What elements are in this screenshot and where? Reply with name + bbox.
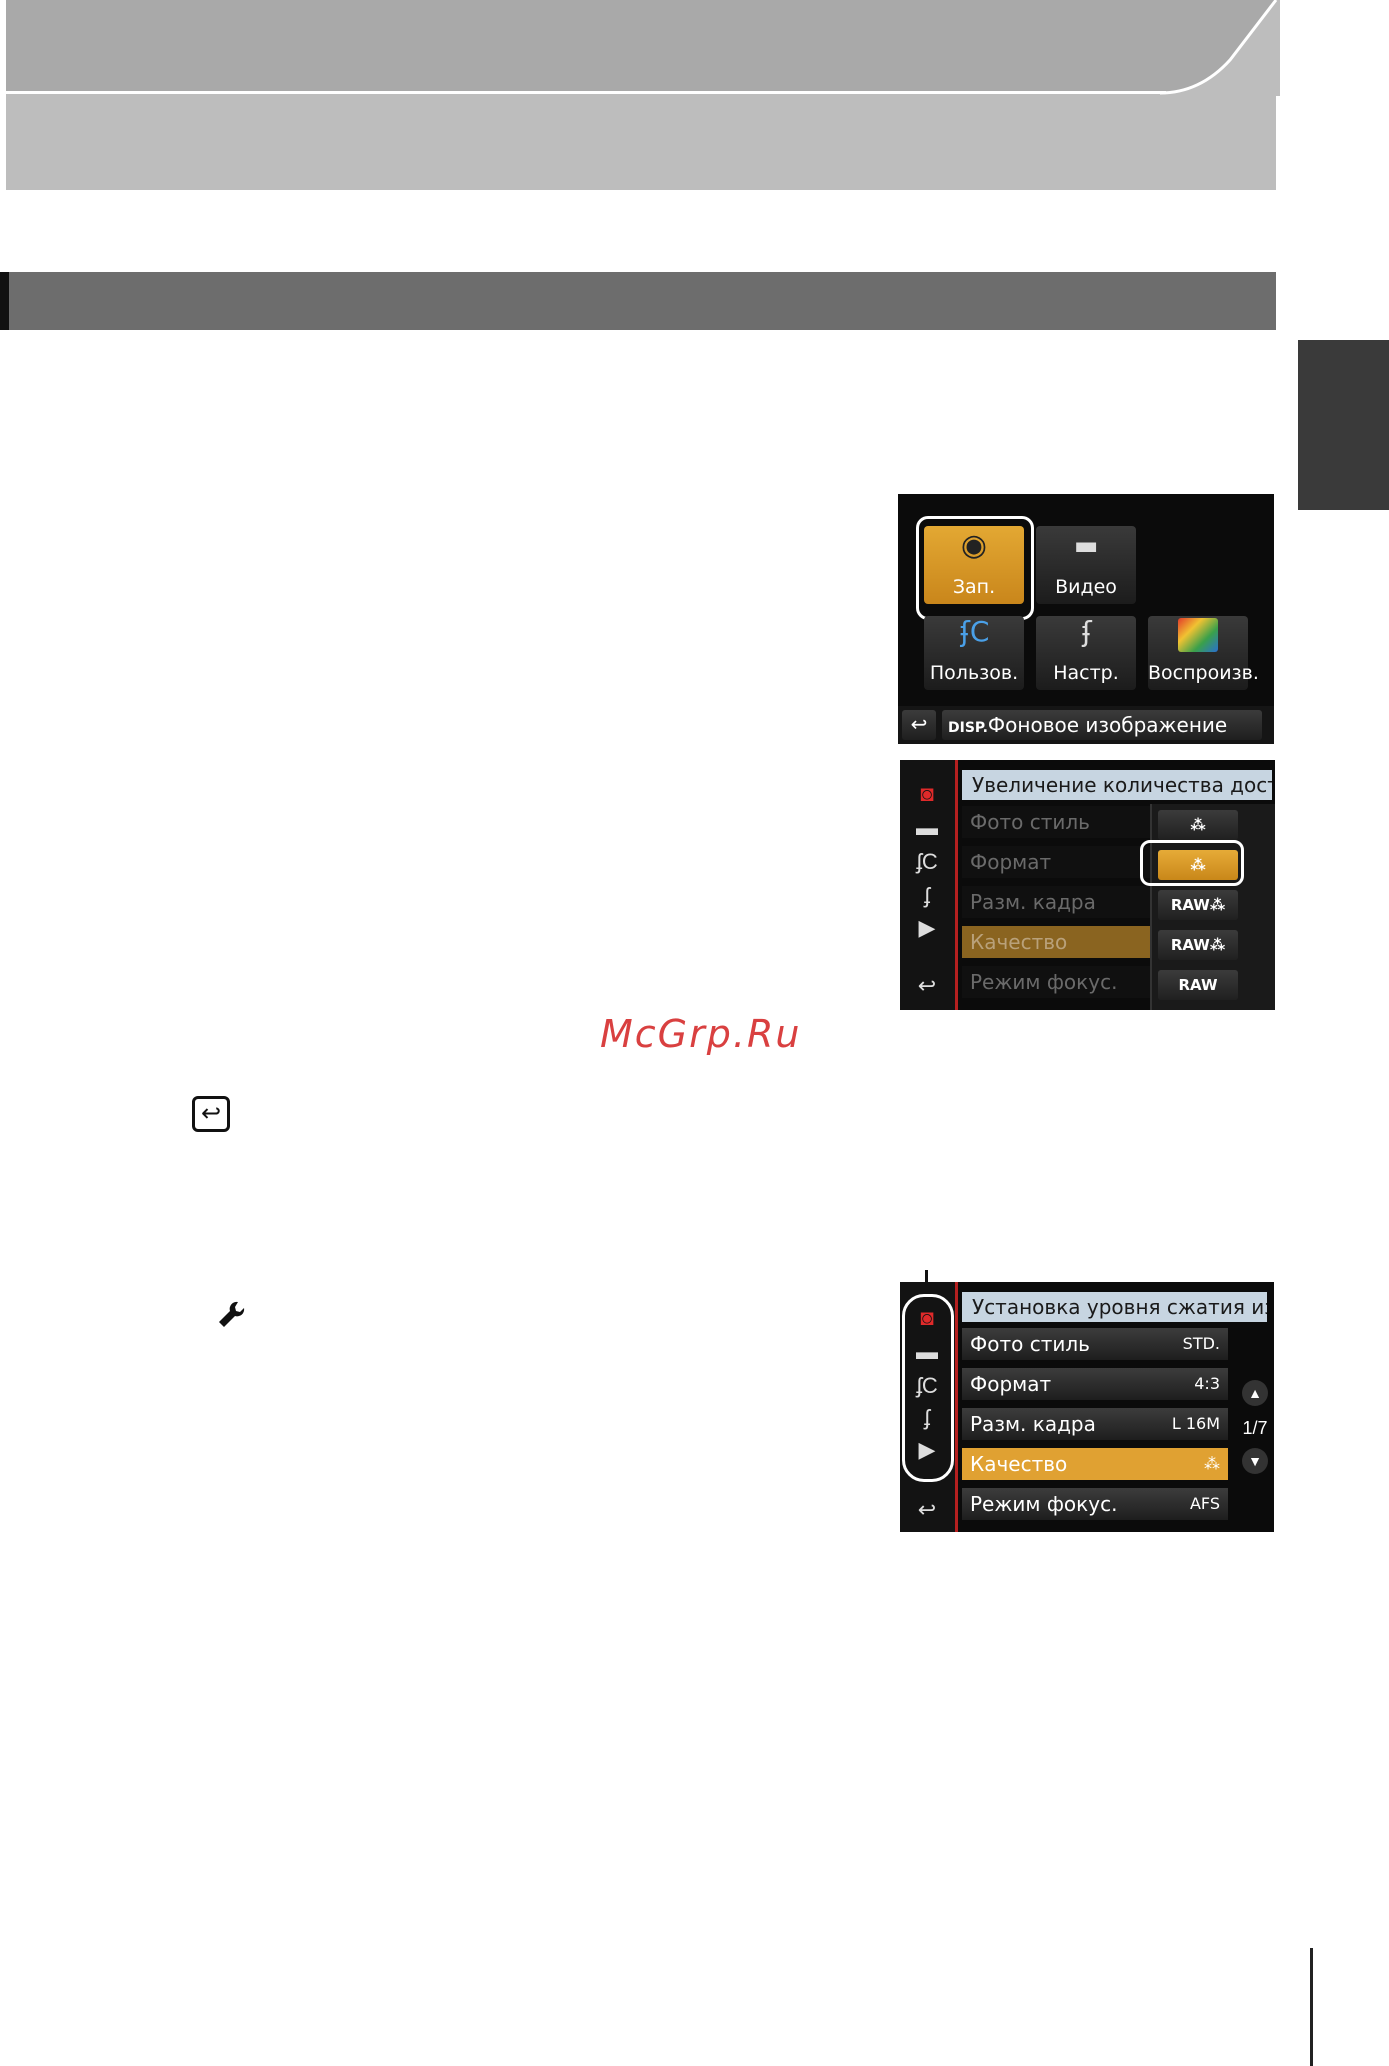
setup-menu-icon[interactable]: ʄ <box>924 1405 930 1430</box>
row-label: Фото стиль <box>970 1332 1090 1356</box>
camera-screen-quality-options: ◙ ▬ ʄC ʄ ▶ ↩ Увеличение количества досту… <box>900 760 1275 1010</box>
row-label: Разм. кадра <box>970 1412 1096 1436</box>
tile-playback[interactable]: Воспроизв. <box>1148 616 1259 690</box>
screen2-title: Увеличение количества доступ <box>962 770 1272 800</box>
scroll-up-icon[interactable]: ▲ <box>1242 1380 1268 1406</box>
row-label: Разм. кадра <box>970 890 1096 914</box>
header-band-bottom <box>6 92 1276 190</box>
video-camera-icon: ▬ <box>1073 531 1099 561</box>
section-bar-marker <box>0 272 9 330</box>
custom-wrench-icon: ʄC <box>960 615 990 648</box>
row-value: 4:3 <box>1194 1374 1220 1393</box>
playback-menu-icon[interactable]: ▶ <box>918 1437 936 1462</box>
background-image-button[interactable]: DISP.Фоновое изображение <box>942 710 1262 740</box>
photos-icon <box>1178 618 1218 652</box>
tile-setup-label: Настр. <box>1053 662 1119 684</box>
menu-row-aspect[interactable]: Формат 4:3 <box>962 1368 1228 1400</box>
wrench-icon <box>216 1300 246 1338</box>
row-label: Качество <box>970 930 1068 954</box>
video-menu-icon[interactable]: ▬ <box>916 815 938 840</box>
page-rule <box>1310 1948 1313 2066</box>
row-label: Формат <box>970 1372 1052 1396</box>
option-raw-fine[interactable]: RAW⁂ <box>1158 890 1238 920</box>
menu-row-quality[interactable]: Качество ⁂ <box>962 1448 1228 1480</box>
setup-menu-icon[interactable]: ʄ <box>924 883 930 908</box>
row-value: AFS <box>1189 1494 1220 1513</box>
option-raw[interactable]: RAW <box>1158 970 1238 1000</box>
scroll-down-icon[interactable]: ▼ <box>1242 1448 1268 1474</box>
back-button-icon: ↩ <box>192 1096 230 1132</box>
row-value: ⁂ <box>1204 1454 1220 1473</box>
rec-menu-icon[interactable]: ◙ <box>920 781 934 806</box>
row-label: Качество <box>970 1452 1068 1476</box>
menu-side-icons: ◙ ▬ ʄC ʄ ▶ ↩ <box>900 1282 958 1532</box>
back-icon[interactable]: ↩ <box>917 1497 937 1522</box>
options-panel: ⁂ ⁂ RAW⁂ RAW⁂ RAW <box>1150 804 1275 1010</box>
section-bar <box>0 272 1276 330</box>
tile-video-label: Видео <box>1055 576 1117 598</box>
row-label: Фото стиль <box>970 810 1090 834</box>
back-icon[interactable]: ↩ <box>917 973 937 998</box>
video-menu-icon[interactable]: ▬ <box>916 1339 938 1364</box>
camera-icon: ◉ <box>960 528 988 563</box>
tile-setup[interactable]: ʄ Настр. <box>1036 616 1136 690</box>
row-label: Режим фокус. <box>970 970 1118 994</box>
option-standard[interactable]: ⁂ <box>1158 850 1238 880</box>
tile-playback-label: Воспроизв. <box>1148 662 1259 684</box>
row-value: STD. <box>1182 1334 1220 1353</box>
screen3-title: Установка уровня сжатия изоб <box>962 1292 1267 1322</box>
camera-screen-main-menu: ◉ Зап. ▬ Видео ʄC Пользов. ʄ Настр. Восп… <box>898 494 1274 744</box>
row-value: L 16M <box>1171 1414 1220 1433</box>
page-indicator: 1/7 <box>1242 1418 1268 1438</box>
custom-menu-icon[interactable]: ʄC <box>916 1373 938 1398</box>
custom-menu-icon[interactable]: ʄC <box>916 849 938 874</box>
disp-label: DISP. <box>948 720 988 736</box>
menu-row-focus-mode[interactable]: Режим фокус. AFS <box>962 1488 1228 1520</box>
selection-ring <box>916 516 1034 620</box>
header-divider <box>6 91 1166 94</box>
tile-rec[interactable]: ◉ Зап. <box>924 526 1024 604</box>
wrench-icon: ʄ <box>1082 615 1092 648</box>
tile-video[interactable]: ▬ Видео <box>1036 526 1136 604</box>
option-raw-standard[interactable]: RAW⁂ <box>1158 930 1238 960</box>
watermark: McGrp.Ru <box>600 1012 802 1056</box>
tile-custom[interactable]: ʄC Пользов. <box>924 616 1024 690</box>
option-fine[interactable]: ⁂ <box>1158 810 1238 840</box>
side-icons-ring <box>902 1294 954 1482</box>
chapter-side-tab <box>1298 340 1389 510</box>
camera-screen-rec-menu: ◙ ▬ ʄC ʄ ▶ ↩ Установка уровня сжатия изо… <box>900 1282 1274 1532</box>
tile-rec-label: Зап. <box>952 576 996 598</box>
header-corner <box>1160 0 1280 96</box>
menu-side-icons: ◙ ▬ ʄC ʄ ▶ ↩ <box>900 760 958 1010</box>
menu-row-picture-size[interactable]: Разм. кадра L 16M <box>962 1408 1228 1440</box>
row-label: Режим фокус. <box>970 1492 1118 1516</box>
playback-menu-icon[interactable]: ▶ <box>918 915 936 940</box>
back-icon[interactable]: ↩ <box>902 710 936 740</box>
row-label: Формат <box>970 850 1052 874</box>
footer-text: Фоновое изображение <box>987 713 1228 737</box>
selection-ring <box>1140 840 1244 886</box>
tile-custom-label: Пользов. <box>929 662 1019 684</box>
menu-row-photo-style[interactable]: Фото стиль STD. <box>962 1328 1228 1360</box>
header-band-top <box>6 0 1276 92</box>
